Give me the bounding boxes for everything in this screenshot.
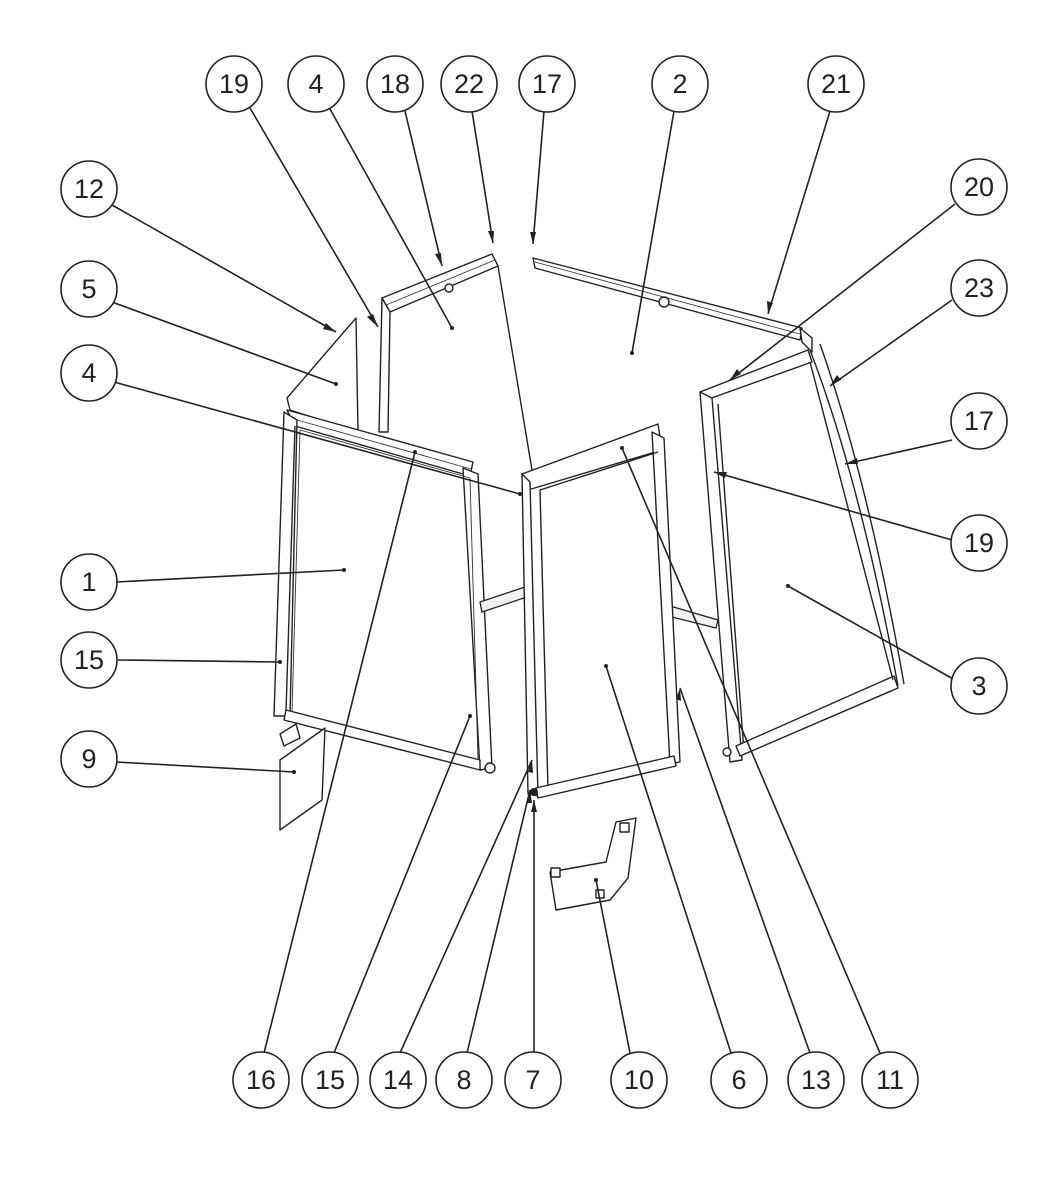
callout-11: 11 bbox=[861, 1051, 919, 1109]
callout-8: 8 bbox=[435, 1051, 493, 1109]
callout-label: 15 bbox=[315, 1065, 345, 1095]
callout-9: 9 bbox=[60, 730, 118, 788]
callout-15-bottom: 15 bbox=[301, 1051, 359, 1109]
callout-label: 18 bbox=[380, 69, 410, 99]
callout-label: 8 bbox=[456, 1065, 471, 1095]
part-4-back-left-panel bbox=[378, 253, 533, 471]
callout-label: 6 bbox=[731, 1065, 746, 1095]
callout-16: 16 bbox=[232, 1051, 290, 1109]
callout-12: 12 bbox=[60, 160, 118, 218]
part-1-front-left-panel bbox=[273, 409, 496, 774]
callout-15-left: 15 bbox=[60, 631, 118, 689]
callout-20: 20 bbox=[950, 158, 1008, 216]
callout-21: 21 bbox=[807, 55, 865, 113]
callout-14: 14 bbox=[369, 1051, 427, 1109]
assembly-parts bbox=[273, 253, 905, 911]
callout-17-right: 17 bbox=[950, 392, 1008, 450]
callout-label: 9 bbox=[81, 744, 96, 774]
connecting-tubes bbox=[479, 585, 719, 629]
part-6-front-center-panel bbox=[521, 423, 681, 799]
callout-23: 23 bbox=[950, 259, 1008, 317]
callouts: 19 4 18 22 17 2 21 12 bbox=[60, 55, 1008, 1109]
callout-label: 10 bbox=[624, 1065, 654, 1095]
callout-label: 3 bbox=[971, 671, 986, 701]
callout-label: 4 bbox=[308, 69, 323, 99]
callout-7: 7 bbox=[504, 1051, 562, 1109]
leader-lines bbox=[111, 107, 956, 1054]
callout-6: 6 bbox=[710, 1051, 768, 1109]
callout-label: 2 bbox=[672, 69, 687, 99]
callout-label: 12 bbox=[74, 174, 104, 204]
callout-label: 20 bbox=[964, 172, 994, 202]
callout-19-right: 19 bbox=[950, 514, 1008, 572]
callout-label: 13 bbox=[801, 1065, 831, 1095]
callout-13: 13 bbox=[787, 1051, 845, 1109]
callout-5: 5 bbox=[60, 260, 118, 318]
callout-label: 4 bbox=[81, 358, 96, 388]
callout-19-top-left: 19 bbox=[205, 55, 263, 113]
callout-22: 22 bbox=[440, 55, 498, 113]
callout-2: 2 bbox=[651, 55, 709, 113]
part-3-right-panel bbox=[699, 343, 905, 763]
callout-17-top: 17 bbox=[518, 55, 576, 113]
callout-label: 17 bbox=[532, 69, 562, 99]
part-9-bottom-plate bbox=[279, 727, 326, 831]
callout-label: 7 bbox=[525, 1065, 540, 1095]
callout-label: 22 bbox=[454, 69, 484, 99]
callout-4-left: 4 bbox=[60, 344, 118, 402]
callout-10: 10 bbox=[610, 1051, 668, 1109]
callout-label: 21 bbox=[821, 69, 851, 99]
callout-label: 19 bbox=[964, 528, 994, 558]
callout-label: 19 bbox=[219, 69, 249, 99]
callout-label: 16 bbox=[246, 1065, 276, 1095]
callout-label: 11 bbox=[876, 1065, 904, 1095]
callout-label: 17 bbox=[964, 406, 994, 436]
callout-label: 23 bbox=[964, 273, 994, 303]
callout-1: 1 bbox=[60, 553, 118, 611]
part-10-bracket-plate bbox=[549, 817, 637, 911]
callout-label: 15 bbox=[74, 645, 104, 675]
callout-18: 18 bbox=[366, 55, 424, 113]
callout-label: 5 bbox=[81, 274, 96, 304]
callout-3: 3 bbox=[950, 657, 1008, 715]
callout-label: 1 bbox=[81, 567, 96, 597]
callout-label: 14 bbox=[383, 1065, 413, 1095]
callout-4-top: 4 bbox=[287, 55, 345, 113]
part-2-rear-panel bbox=[532, 257, 813, 353]
